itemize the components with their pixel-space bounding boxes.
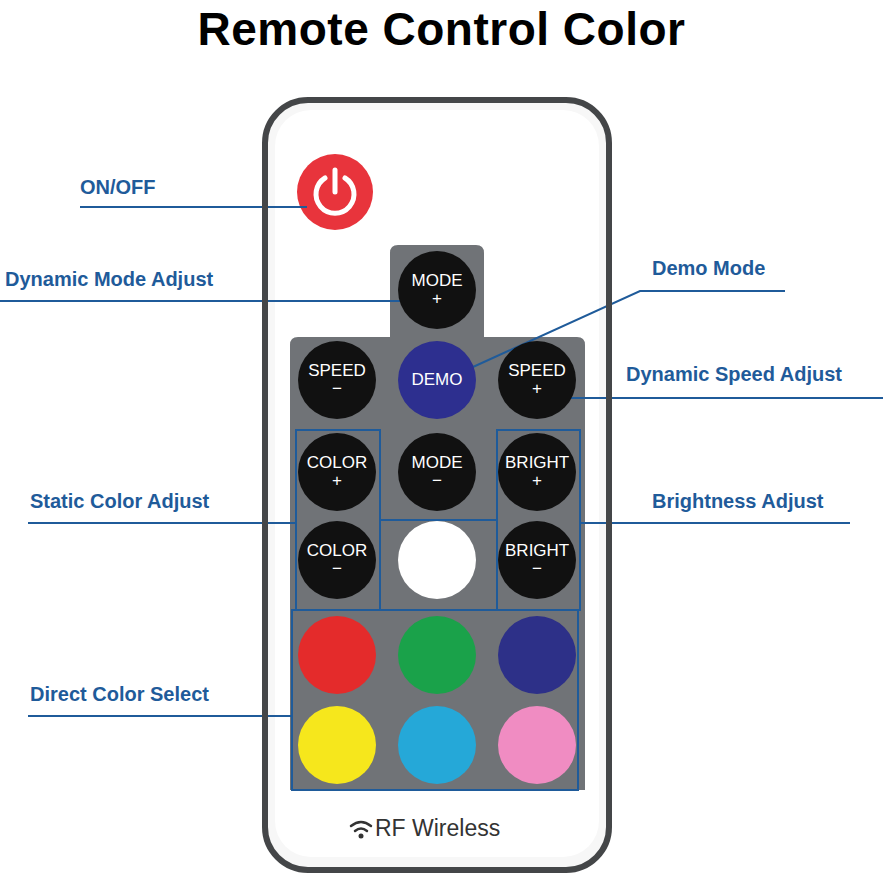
red-button [298,616,376,694]
remote-button: COLOR − [298,521,376,599]
pink-button [498,706,576,784]
button-label: SPEED + [508,362,566,398]
callout-label: ON/OFF [80,176,156,199]
callout-label: Direct Color Select [30,683,209,706]
button-label: MODE + [412,272,463,308]
wifi-icon [359,834,364,839]
wifi-icon [351,822,371,831]
callout-label: Static Color Adjust [30,490,209,513]
group-outline [296,430,380,610]
group-outline [497,430,580,610]
button-label: COLOR + [307,454,367,490]
remote-button: MODE − [398,433,476,511]
remote-button: MODE + [398,251,476,329]
power-button [297,154,373,230]
button-label: MODE − [412,454,463,490]
remote-button: BRIGHT + [498,433,576,511]
green-button [398,616,476,694]
callout-label: Demo Mode [652,257,765,280]
white-button [398,521,476,599]
remote-body [265,100,609,867]
yellow-button [298,706,376,784]
remote-button: BRIGHT − [498,521,576,599]
keypad-panel [290,245,585,790]
callout-label: Dynamic Speed Adjust [626,363,842,386]
callout-label: Brightness Adjust [652,490,824,513]
remote-button: SPEED − [298,341,376,419]
remote-button: DEMO [398,341,476,419]
remote-button: COLOR + [298,433,376,511]
button-label: BRIGHT − [505,542,569,578]
power-icon [333,170,338,192]
remote-face [275,110,599,857]
group-outline [292,520,578,790]
callout-label: Dynamic Mode Adjust [5,268,213,291]
button-label: DEMO [412,371,463,389]
blue-button [498,616,576,694]
brand-text: RF Wireless [375,815,500,842]
leader-line [0,207,883,716]
diagram-title: Remote Control Color [0,2,883,56]
button-label: SPEED − [308,362,366,398]
cyan-button [398,706,476,784]
remote-button: SPEED + [498,341,576,419]
remote-housing: RF Wireless MODE + SPEED − DEMO SPEED + COLOR… [262,97,612,873]
button-label: COLOR − [307,542,367,578]
button-label: BRIGHT + [505,454,569,490]
